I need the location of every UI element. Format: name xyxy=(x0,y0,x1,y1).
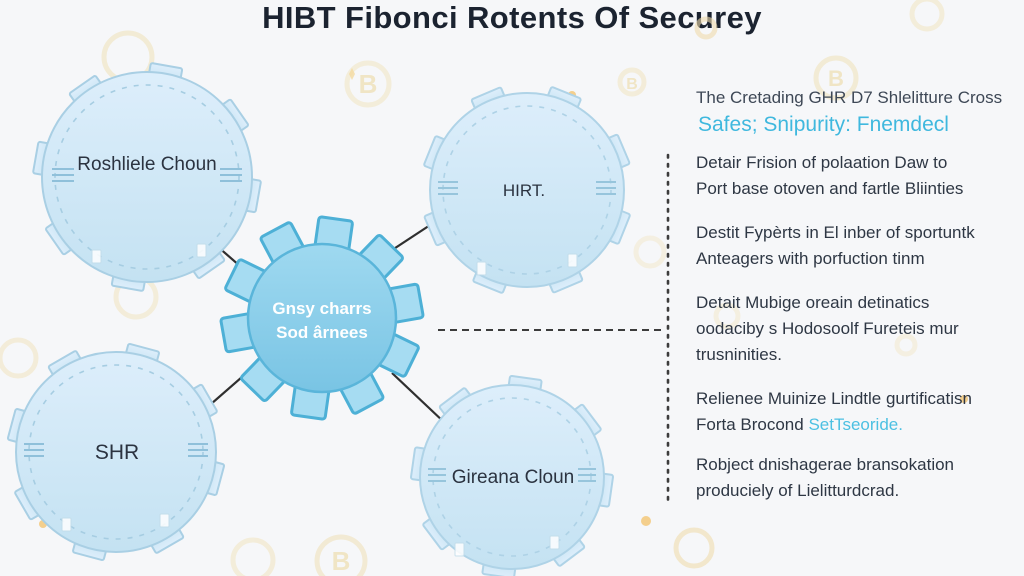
decor-coin-icon xyxy=(230,537,276,576)
decor-coin-letter: B xyxy=(626,76,638,93)
panel-item: Relienee Muinize Lindtle gurtificatisn F… xyxy=(696,386,972,438)
gear-bottom-left: SHR xyxy=(6,342,226,562)
decor-coin-icon xyxy=(694,16,718,40)
gear-label-top-left: Roshliele Choun xyxy=(77,154,216,175)
decor-coin-icon xyxy=(314,534,368,576)
panel-heading-line1: The Cretading GHR D7 Shlelitture Cross xyxy=(696,88,1003,107)
panel-item-line: oodaciby s Hodosoolf Fureteis mur xyxy=(696,319,959,338)
decor-coin-icon xyxy=(909,0,945,32)
panel-item: Destit Fypèrts in El inber of sportuntk … xyxy=(696,220,975,272)
panel-item-line: Detait Mubige oreain detinatics xyxy=(696,293,930,312)
gear-center: Gnsy charrs Sod ârnees xyxy=(219,215,425,421)
gear-label-bottom-right: Gireana Cloun xyxy=(452,467,575,488)
panel-item-link-text[interactable]: SetTseoride. xyxy=(808,415,903,434)
gear-label-right: HIRT. xyxy=(503,181,545,200)
decor-coin-icon xyxy=(617,67,647,97)
gear-label-bottom-left: SHR xyxy=(95,441,139,464)
decor-dot xyxy=(960,395,968,403)
panel-item-line: Robject dnishagerae bransokation xyxy=(696,455,955,474)
decor-coin-icon xyxy=(633,235,667,269)
decor-coin-letter: B xyxy=(828,66,844,91)
connector-line xyxy=(391,372,447,425)
decor-coin-letter: B xyxy=(359,69,378,99)
decor-coin-icon xyxy=(894,333,918,357)
panel-item-line: trusninities. xyxy=(696,345,782,364)
decor-coin-letter: B xyxy=(332,546,351,576)
decor-coin-icon xyxy=(0,337,39,379)
panel-item-line: Destit Fypèrts in El inber of sportuntk xyxy=(696,223,975,242)
decor-coin-icon xyxy=(673,527,715,569)
page-title: HIBT Fibonci Rotents Of Securey xyxy=(262,0,762,35)
panel-item-line: produciely of Lielitturdcrad. xyxy=(696,481,900,500)
decor-star-icon xyxy=(349,68,355,80)
gear-right: HIRT. xyxy=(423,86,631,294)
panel-item: Detair Frision of polaation Daw to Port … xyxy=(696,150,963,202)
panel-item-line: Relienee Muinize Lindtle gurtificatisn xyxy=(696,389,972,408)
panel-heading-line2: Safes; Snipurity: Fnemdecl xyxy=(698,113,949,136)
decor-coin-icon xyxy=(813,55,859,101)
gear-top-left: Roshliele Choun xyxy=(32,62,262,292)
panel-item: Robject dnishagerae bransokation produci… xyxy=(696,452,954,504)
decor-coin-icon xyxy=(713,302,741,330)
background-decor-letters: B B B B xyxy=(332,66,844,576)
panel-item-line: Detair Frision of polaation Daw to xyxy=(696,153,948,172)
gear-bottom-right: Gireana Cloun xyxy=(410,375,614,576)
panel-item: Detait Mubige oreain detinatics oodaciby… xyxy=(696,290,959,368)
panel-item-text: Forta Brocond xyxy=(696,415,809,434)
decor-dot xyxy=(641,516,651,526)
center-gear-label-line1: Gnsy charrs xyxy=(272,299,371,318)
panel-item-line: Port base otoven and fartle Bliinties xyxy=(696,179,964,198)
panel-item-line: Anteagers with porfuction tinm xyxy=(696,249,925,268)
decor-coin-icon xyxy=(344,60,392,108)
center-gear-label-line2: Sod ârnees xyxy=(276,323,368,342)
panel-item-line: Forta Brocond SetTseoride. xyxy=(696,412,972,438)
